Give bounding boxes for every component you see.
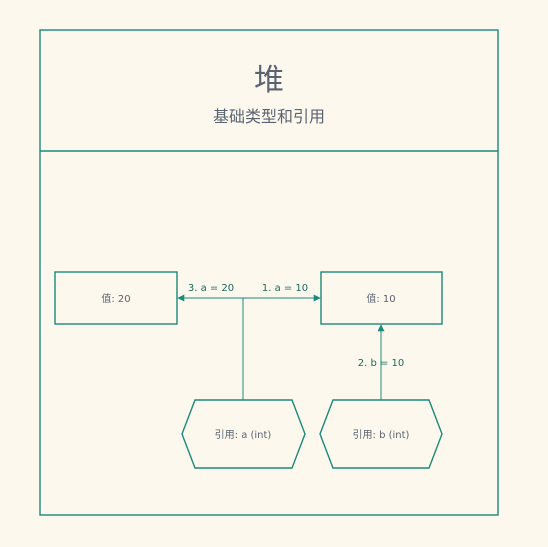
reference-a-label: 引用: a (int) xyxy=(215,429,272,441)
edge-label-step2: 2. b = 10 xyxy=(358,358,405,369)
reference-b-label: 引用: b (int) xyxy=(353,429,410,441)
value-box-left-label: 值: 20 xyxy=(101,292,130,305)
reference-a-hexagon xyxy=(181,399,306,469)
reference-b-hexagon xyxy=(319,399,443,469)
value-box-left xyxy=(54,271,178,325)
heap-title: 堆 xyxy=(254,63,284,98)
value-box-right xyxy=(320,271,443,325)
heap-subtitle: 基础类型和引用 xyxy=(213,107,325,126)
edge-label-step3: 3. a = 20 xyxy=(188,283,234,294)
heap-container xyxy=(39,29,499,516)
value-box-right-label: 值: 10 xyxy=(366,292,395,305)
edge-label-step1: 1. a = 10 xyxy=(262,283,308,294)
